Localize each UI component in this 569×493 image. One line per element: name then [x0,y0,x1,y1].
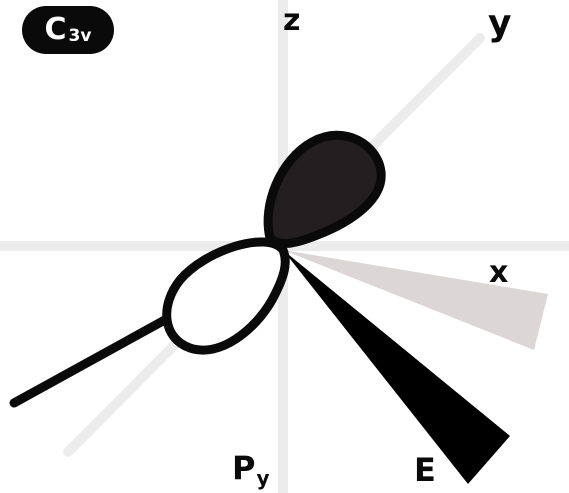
gray-wedge [283,250,548,350]
p-orbital-subscript: y [256,466,270,490]
dark-lobe [263,130,386,248]
lower-left-bond [9,311,177,408]
z-axis-label: z [283,3,301,38]
y-axis-label: y [488,3,512,44]
white-lobe [162,237,290,355]
point-group-badge: C 3v [22,6,114,54]
x-axis-label: x [489,255,509,290]
p-orbital-main: P [232,449,256,487]
black-wedge [283,250,510,484]
point-group-subscript: 3v [68,25,92,46]
point-group-main: C [44,12,67,47]
e-symmetry-label: E [414,451,436,489]
p-orbital-label: Py [232,449,270,488]
